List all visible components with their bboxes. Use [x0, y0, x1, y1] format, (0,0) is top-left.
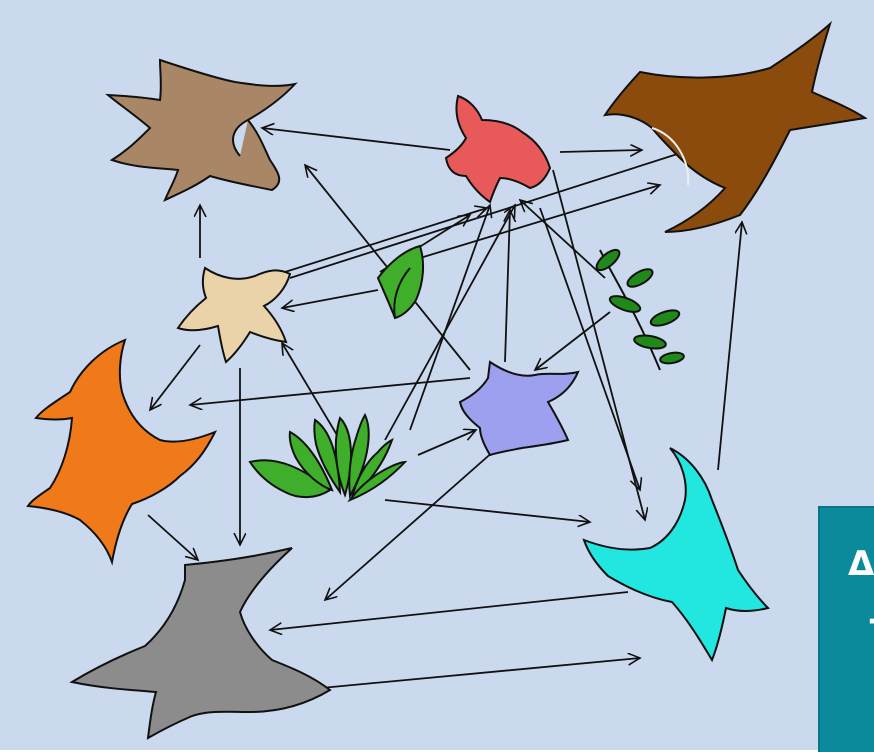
panel-char-2: - — [868, 600, 874, 640]
fish-blue — [460, 362, 578, 455]
seaweed-leaf — [378, 246, 423, 318]
fish-cream — [178, 268, 290, 362]
arrow-cyan-to-brown — [718, 222, 742, 470]
shark-tan — [108, 60, 295, 200]
shark-orange — [28, 340, 215, 562]
arrow-branch-to-red — [520, 200, 605, 278]
arrow-leaf-to-cream — [282, 290, 378, 308]
arrow-cream-to-red — [285, 208, 487, 272]
shark-cyan — [584, 448, 768, 660]
seaweed-branch — [593, 246, 684, 370]
arrow-cream-to-orange — [150, 345, 200, 410]
arrow-clump-to-blue — [418, 430, 476, 455]
shark-gray — [72, 548, 330, 738]
arrow-cyan-to-gray — [270, 592, 628, 630]
arrow-blue-to-cyan — [540, 208, 640, 490]
arrow-gray-to-cyan — [300, 658, 640, 690]
arrow-leaf-to-brown — [420, 185, 660, 258]
arrow-red-to-brown — [560, 150, 642, 152]
seaweed-clump — [250, 415, 405, 500]
shark-brown — [605, 24, 865, 232]
fish-red — [446, 96, 550, 202]
arrow-orange-to-gray — [148, 515, 198, 560]
arrow-clump-to-cyan — [385, 500, 590, 522]
teal-panel: Δ - — [818, 506, 874, 752]
arrow-red-to-tan — [262, 128, 450, 150]
panel-char-1: Δ — [848, 544, 874, 584]
